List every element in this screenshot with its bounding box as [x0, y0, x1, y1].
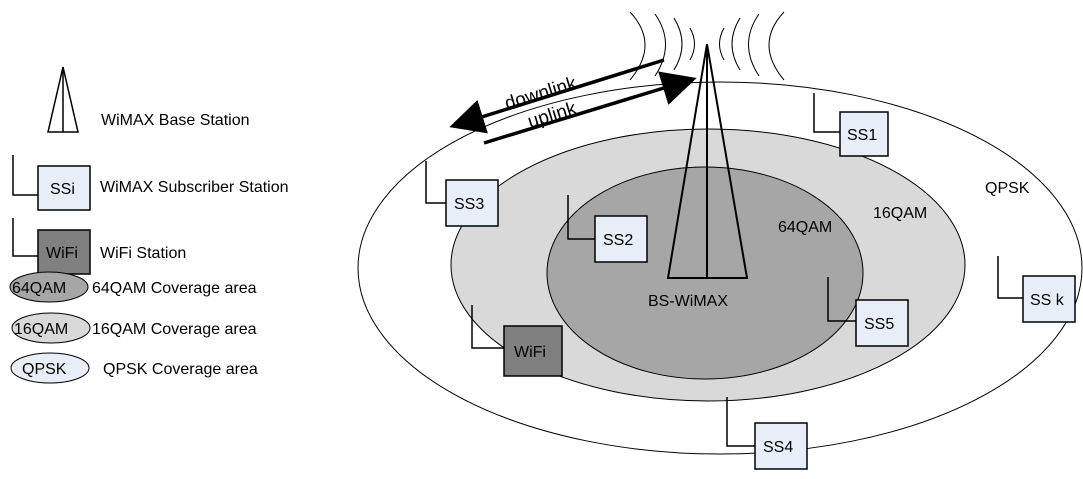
legend-wifi-icon: WiFi — [12, 218, 91, 275]
legend: WiMAX Base Station SSi WiMAX Subscriber … — [9, 66, 289, 384]
downlink-arrow — [449, 58, 665, 134]
legend-qpsk-swatch-label: QPSK — [22, 361, 67, 378]
station-ss5: SS5 — [827, 277, 909, 347]
legend-64qam-text: 64QAM Coverage area — [92, 280, 257, 297]
station-ssk: SS k — [997, 256, 1076, 323]
legend-subscriber-box-label: SSi — [50, 181, 75, 198]
bs-wimax-label: BS-WiMAX — [648, 293, 728, 310]
radio-waves-icon — [629, 11, 785, 81]
legend-64qam-swatch — [9, 271, 89, 303]
station-wifi: WiFi — [471, 305, 563, 377]
legend-wifi-text: WiFi Station — [100, 245, 186, 262]
station-ss5-label: SS5 — [864, 316, 894, 333]
station-ss1-label: SS1 — [847, 127, 877, 144]
legend-16qam-swatch-label: 16QAM — [14, 321, 68, 338]
station-ssk-label: SS k — [1030, 292, 1065, 309]
legend-base-station-text: WiMAX Base Station — [101, 112, 250, 129]
station-ss3: SS3 — [425, 161, 499, 227]
legend-subscriber-text: WiMAX Subscriber Station — [100, 179, 289, 196]
64qam-coverage-area — [546, 166, 864, 380]
station-ss2-label: SS2 — [603, 232, 633, 249]
legend-qpsk-swatch — [10, 352, 90, 384]
legend-qpsk-text: QPSK Coverage area — [103, 361, 258, 378]
legend-wifi-box-label: WiFi — [46, 245, 78, 262]
legend-subscriber-icon: SSi — [12, 155, 91, 211]
station-ss1: SS1 — [813, 93, 889, 157]
zone-16qam-label: 16QAM — [873, 205, 927, 222]
legend-16qam-text: 16QAM Coverage area — [92, 321, 257, 338]
station-ss4-label: SS4 — [763, 439, 793, 456]
station-ss3-label: SS3 — [454, 196, 484, 213]
uplink-arrow — [483, 71, 697, 145]
station-wifi-label: WiFi — [514, 344, 546, 361]
bs-wimax-tower-icon — [666, 43, 749, 279]
legend-16qam-swatch — [11, 312, 91, 344]
zone-64qam-label: 64QAM — [778, 219, 832, 236]
station-ss4: SS4 — [726, 397, 808, 470]
station-ss2: SS2 — [567, 195, 648, 263]
zone-qpsk-label: QPSK — [985, 180, 1030, 197]
legend-base-station-icon — [47, 66, 79, 133]
legend-64qam-swatch-label: 64QAM — [12, 280, 66, 297]
